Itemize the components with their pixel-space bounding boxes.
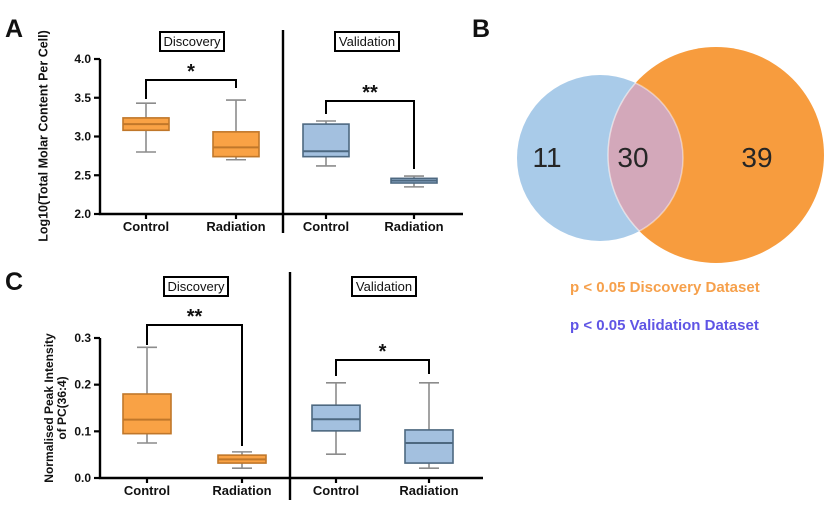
panel-a-significance-bracket	[325, 100, 415, 169]
panel-c-significance-bracket	[146, 324, 243, 446]
panel-a-y-axis-title: Log10(Total Molar Content Per Cell)	[36, 30, 51, 242]
venn-overlap-count: 30	[617, 142, 649, 173]
panel-c-box-control	[122, 393, 172, 435]
venn-legend-validation: p < 0.05 Validation Dataset	[570, 317, 759, 334]
panel-c-x-label-radiation: Radiation	[399, 483, 458, 498]
panel-a-x-label-control: Control	[123, 219, 169, 234]
panel-c-label: C	[5, 268, 24, 296]
panel-c-significance-bracket	[335, 359, 430, 376]
panel-a-box-radiation	[212, 131, 260, 158]
panel-c-box-control	[311, 404, 361, 432]
panel-a-y-tick-label: 3.5	[74, 91, 91, 105]
panel-a-significance-star: *	[187, 61, 195, 83]
panel-a-x-label-radiation: Radiation	[206, 219, 265, 234]
panel-a-y-tick-label: 2.0	[74, 207, 91, 221]
panel-b-label: B	[472, 15, 491, 43]
panel-a-x-label-control: Control	[303, 219, 349, 234]
venn-legend-discovery: p < 0.05 Discovery Dataset	[570, 279, 760, 296]
panel-c-discovery-header: Discovery	[163, 276, 229, 297]
panel-a-y-tick-label: 3.0	[74, 130, 91, 144]
panel-c-x-label-control: Control	[124, 483, 170, 498]
panel-c-significance-star: *	[379, 341, 387, 363]
panel-a-significance-star: **	[362, 82, 378, 104]
panel-c-x-label-control: Control	[313, 483, 359, 498]
panel-c-y-tick-label: 0.2	[74, 378, 91, 392]
venn-overlap-edge	[608, 74, 684, 242]
panel-c-box-radiation	[404, 429, 454, 464]
panel-c-validation-header: Validation	[351, 276, 417, 297]
panel-c-y-tick-label: 0.1	[74, 424, 91, 438]
panel-c-y-axis-title: Normalised Peak Intensity of PC(36:4)	[42, 333, 69, 482]
panel-c-x-label-radiation: Radiation	[212, 483, 271, 498]
panel-a-validation-header: Validation	[334, 31, 400, 52]
panel-a-significance-bracket	[145, 79, 237, 99]
panel-a-y-tick-label: 4.0	[74, 52, 91, 66]
venn-right-count: 39	[741, 142, 773, 173]
panel-a-label: A	[5, 15, 24, 43]
panel-a-y-tick-label: 2.5	[74, 168, 91, 182]
panel-c-y-axis-title-line2: of PC(36:4)	[55, 376, 69, 440]
panel-c-y-tick-label: 0.0	[74, 471, 91, 485]
panel-c-significance-star: **	[187, 306, 203, 328]
panel-a-x-label-radiation: Radiation	[384, 219, 443, 234]
panel-a-discovery-header: Discovery	[159, 31, 225, 52]
venn-left-count: 11	[532, 142, 562, 173]
panel-c-y-tick-label: 0.3	[74, 331, 91, 345]
